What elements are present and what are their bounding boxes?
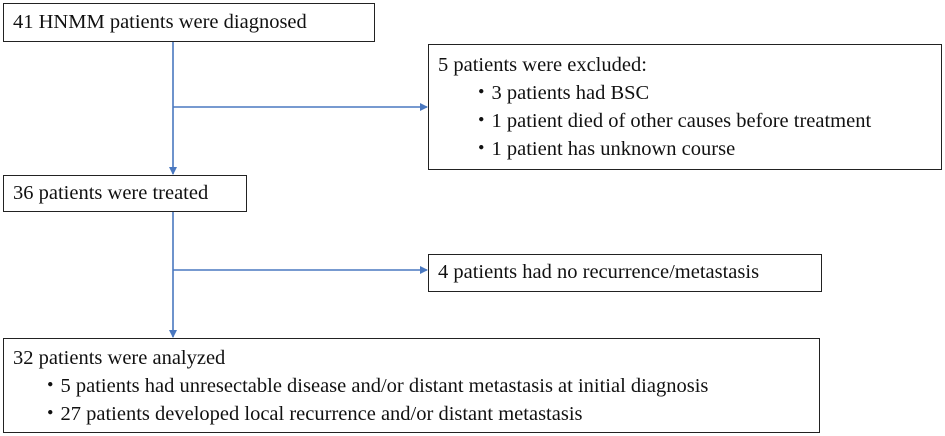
no-recurrence-box: 4 patients had no recurrence/metastasis — [428, 254, 822, 292]
analyzed-title: 32 patients were analyzed — [13, 347, 226, 369]
treated-text: 36 patients were treated — [13, 182, 209, 204]
excluded-item: ・3 patients had BSC — [471, 82, 650, 104]
diagnosed-box: 41 HNMM patients were diagnosed — [3, 3, 375, 42]
treated-box: 36 patients were treated — [3, 175, 247, 212]
analyzed-box: 32 patients were analyzed ・5 patients ha… — [3, 338, 820, 433]
excluded-title: 5 patients were excluded: — [438, 54, 647, 76]
excluded-box: 5 patients were excluded: ・3 patients ha… — [428, 44, 942, 170]
no-recurrence-text: 4 patients had no recurrence/metastasis — [438, 261, 760, 283]
excluded-item: ・1 patient has unknown course — [471, 138, 736, 160]
diagnosed-text: 41 HNMM patients were diagnosed — [13, 11, 307, 33]
excluded-item: ・1 patient died of other causes before t… — [471, 110, 872, 132]
analyzed-item: ・5 patients had unresectable disease and… — [40, 375, 709, 397]
analyzed-item: ・27 patients developed local recurrence … — [40, 403, 583, 425]
